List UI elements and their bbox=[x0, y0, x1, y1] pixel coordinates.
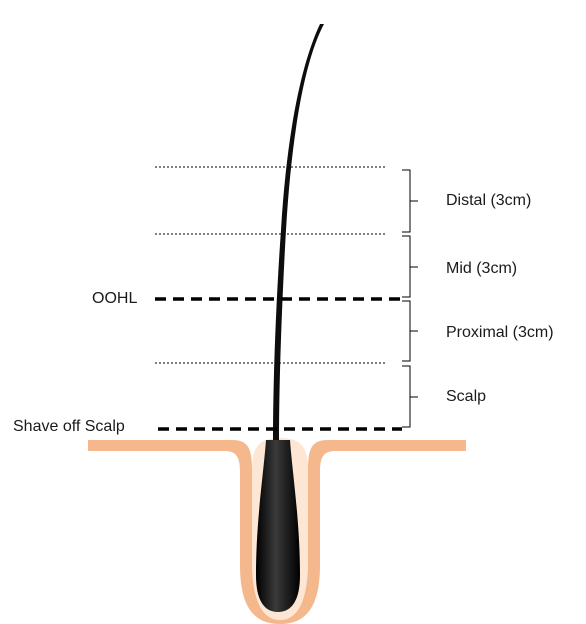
proximal-label: Proximal (3cm) bbox=[446, 324, 554, 342]
distal-bracket bbox=[402, 170, 418, 232]
scalp-label: Scalp bbox=[446, 388, 486, 406]
mid-label: Mid (3cm) bbox=[446, 260, 517, 278]
oohl-label: OOHL bbox=[92, 290, 137, 308]
mid-bracket bbox=[402, 236, 418, 297]
distal-label: Distal (3cm) bbox=[446, 192, 531, 210]
proximal-bracket bbox=[402, 301, 418, 361]
shave-label: Shave off Scalp bbox=[13, 418, 125, 436]
scalp-bracket bbox=[402, 366, 418, 427]
